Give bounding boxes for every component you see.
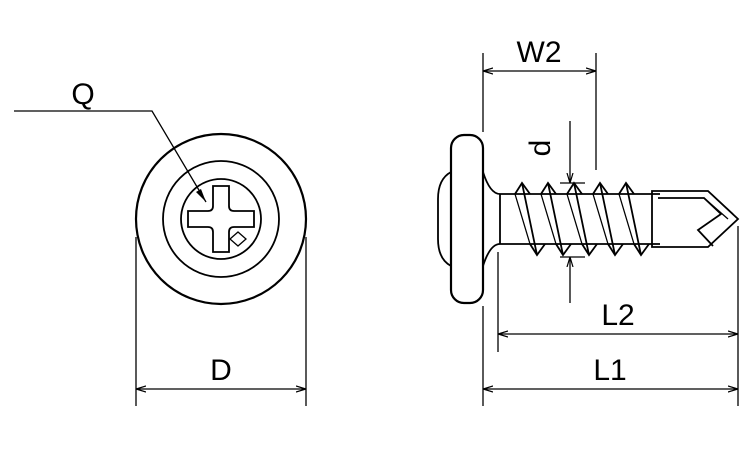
dimension-w2: W2 (482, 36, 597, 170)
head-inner-ring (162, 160, 280, 278)
dimension-l2: L2 (497, 226, 739, 406)
label-d-small: d (524, 140, 557, 157)
screw-side-view (437, 133, 740, 305)
threads (514, 181, 650, 257)
recess-mark-icon (229, 231, 247, 247)
taper-top (482, 171, 505, 195)
label-l1: L1 (593, 354, 626, 387)
head-dome (437, 171, 452, 267)
head-outer-circle (134, 132, 308, 306)
head-flange (449, 133, 485, 305)
label-d-outer: D (210, 354, 232, 387)
taper-bottom (482, 243, 505, 267)
q-leader: Q (14, 78, 207, 203)
screw-head-front-view (134, 132, 308, 306)
label-w2: W2 (517, 36, 562, 69)
label-q: Q (71, 78, 94, 111)
recess-circle (180, 178, 262, 260)
dimension-d: D (135, 237, 307, 406)
phillips-cross-icon (187, 185, 255, 253)
drill-point (651, 190, 740, 248)
dimension-l1: L1 (482, 306, 738, 406)
label-l2: L2 (601, 299, 634, 332)
dimension-d-small: d (524, 121, 585, 303)
